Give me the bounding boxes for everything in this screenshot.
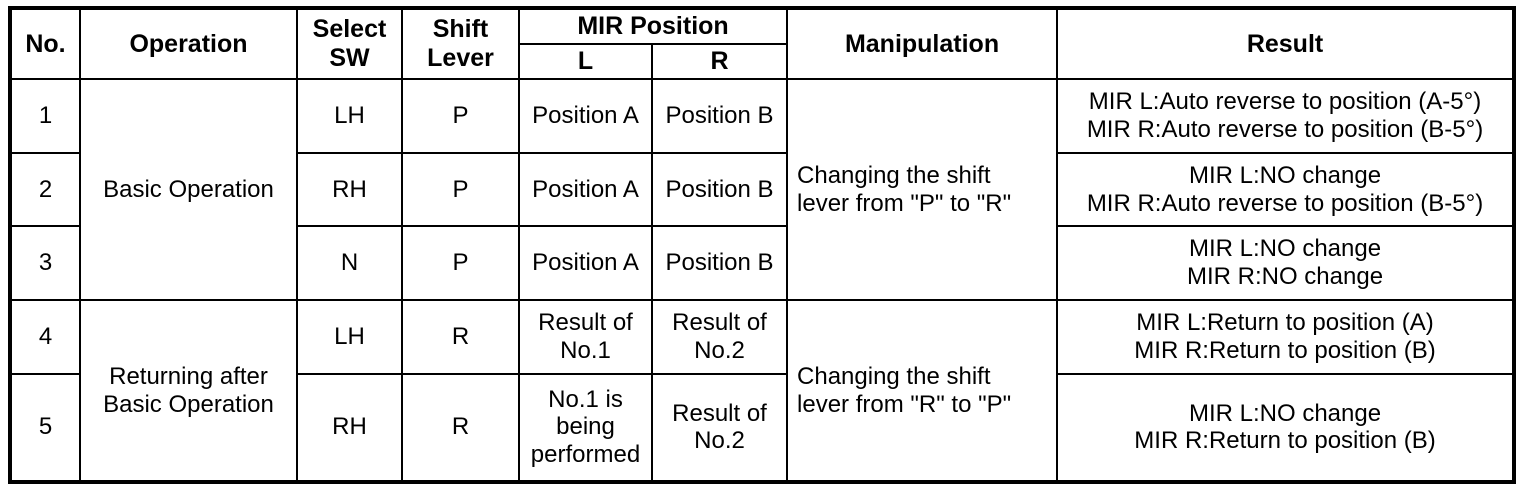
column-header-operation: Operation [79,7,298,80]
mir-operation-table: No. Operation Select SW Shift Lever MIR … [8,6,1517,484]
spec-table-container: No. Operation Select SW Shift Lever MIR … [8,6,1517,484]
result-line-2a: MIR L:NO change [1188,161,1382,189]
cell-no-2: 2 [9,151,81,228]
mir-l-5-line2: being [556,413,615,441]
column-header-shift-lever: Shift Lever [401,7,520,80]
cell-shift-lever-3: P [401,225,520,302]
select-sw-label-line1: Select [312,15,387,43]
column-header-manipulation: Manipulation [786,7,1059,80]
header-row-2: L R [10,43,1514,80]
cell-no-4: 4 [9,299,81,375]
table-row: 3 N P Position A Position B MIR L:NO cha… [9,225,1516,302]
table-row: 4 Returning after Basic Operation LH R R… [9,299,1516,483]
mir-r-5-line1: Result of [672,399,767,427]
operation-returning-line1: Returning after [109,362,268,390]
cell-select-sw-1: LH [296,78,403,154]
result-line-2b: MIR R:Auto reverse to position (B-5°) [1086,189,1484,217]
header-row-1: No. Operation Select SW Shift Lever MIR … [9,7,1516,80]
cell-select-sw-2: RH [296,151,403,228]
cell-mir-l-4: Result of No.1 [518,299,653,375]
mir-l-4-line1: Result of [538,309,633,337]
table-row: 2 RH P Position A Position B MIR L:NO ch… [9,151,1516,228]
column-header-mir-l: L [518,43,653,80]
manipulation-line2: lever from "P" to "R" [797,189,1012,217]
manipulation-line1: Changing the shift [797,161,991,189]
result-line-5a: MIR L:NO change [1188,399,1382,427]
mir-r-4-line2: No.2 [694,336,745,364]
cell-manipulation-r-to-p: Changing the shift lever from "R" to "P" [786,299,1059,483]
result-line-4a: MIR L:Return to position (A) [1136,309,1434,337]
mir-r-4-line1: Result of [672,309,767,337]
cell-mir-r-1: Position B [650,78,789,154]
column-header-mir-r: R [650,43,789,80]
cell-mir-l-2: Position A [518,151,653,228]
column-header-no: No. [9,7,81,80]
cell-mir-r-2: Position B [650,151,789,228]
cell-operation-basic: Basic Operation [79,77,298,302]
manipulation-line1: Changing the shift [797,362,991,390]
cell-no-1: 1 [9,78,81,154]
cell-result-3: MIR L:NO change MIR R:NO change [1056,225,1516,302]
cell-mir-l-1: Position A [518,78,653,154]
operation-returning-line2: Basic Operation [103,390,274,418]
cell-mir-r-5: Result of No.2 [650,372,789,484]
cell-result-5: MIR L:NO change MIR R:Return to position… [1056,372,1516,484]
table-row: 1 Basic Operation LH P Position A Positi… [9,77,1516,302]
cell-shift-lever-2: P [401,151,520,228]
table-row: 5 RH R No.1 is being performed Result of… [9,372,1516,484]
manipulation-line2: lever from "R" to "P" [797,390,1012,418]
cell-shift-lever-4: R [401,299,520,375]
cell-no-5: 5 [9,372,81,484]
cell-select-sw-4: LH [296,299,403,375]
mir-l-5-line1: No.1 is [548,385,623,413]
shift-lever-label-line1: Shift [432,15,489,43]
cell-operation-returning: Returning after Basic Operation [79,299,298,483]
cell-result-1: MIR L:Auto reverse to position (A-5°) MI… [1056,78,1516,154]
mir-r-5-line2: No.2 [694,427,745,455]
result-line-1b: MIR R:Auto reverse to position (B-5°) [1086,115,1484,143]
shift-lever-label-line2: Lever [427,44,494,72]
cell-mir-r-4: Result of No.2 [650,299,789,375]
column-header-select-sw: Select SW [296,7,403,80]
result-line-1a: MIR L:Auto reverse to position (A-5°) [1088,88,1482,116]
table-body: 1 Basic Operation LH P Position A Positi… [9,77,1516,484]
cell-manipulation-p-to-r: Changing the shift lever from "P" to "R" [786,77,1059,302]
result-line-4b: MIR R:Return to position (B) [1134,336,1436,364]
cell-result-2: MIR L:NO change MIR R:Auto reverse to po… [1056,151,1516,228]
result-line-3a: MIR L:NO change [1188,235,1382,263]
result-line-3b: MIR R:NO change [1186,263,1384,291]
mir-l-4-line2: No.1 [560,336,611,364]
column-header-result: Result [1056,7,1516,80]
cell-shift-lever-1: P [401,78,520,154]
result-line-5b: MIR R:Return to position (B) [1134,427,1436,455]
cell-shift-lever-5: R [401,372,520,484]
select-sw-label-line2: SW [329,44,370,72]
cell-result-4: MIR L:Return to position (A) MIR R:Retur… [1056,299,1516,375]
column-header-mir-position: MIR Position [517,7,789,45]
cell-mir-l-3: Position A [518,225,653,302]
cell-select-sw-3: N [296,225,403,302]
cell-select-sw-5: RH [296,372,403,484]
mir-l-5-line3: performed [530,441,641,469]
cell-no-3: 3 [9,225,81,302]
cell-mir-l-5: No.1 is being performed [518,372,653,484]
table-header: No. Operation Select SW Shift Lever MIR … [9,7,1516,80]
cell-mir-r-3: Position B [650,225,789,302]
